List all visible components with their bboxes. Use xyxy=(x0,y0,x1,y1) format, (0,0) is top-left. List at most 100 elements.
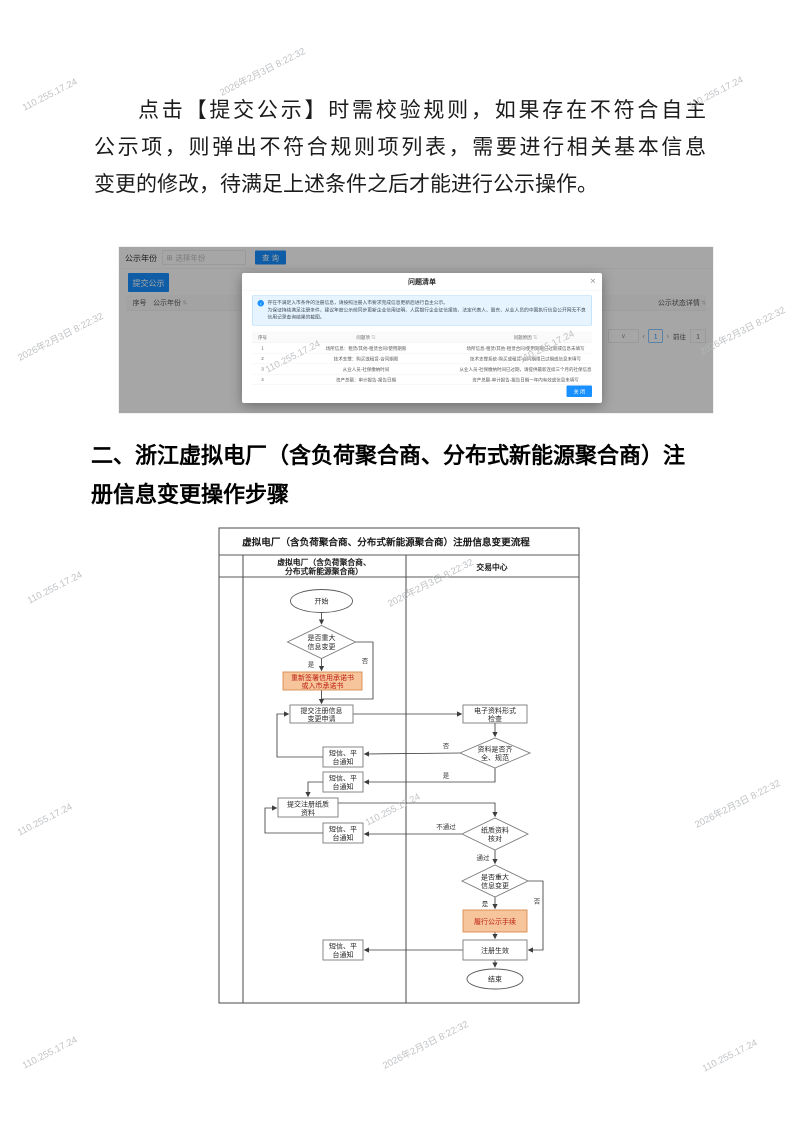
pagination: ∨ ‹ 1 › 前往 1 xyxy=(608,329,706,343)
table-row: 3 从业人员-社保缴纳时间 从业人员-社保缴纳时间已过期，请提供最新连续三个月的… xyxy=(252,363,592,375)
svg-text:通过: 通过 xyxy=(477,853,491,862)
close-icon[interactable]: ✕ xyxy=(589,277,596,286)
svg-text:资料: 资料 xyxy=(301,808,315,817)
svg-text:检查: 检查 xyxy=(488,714,502,723)
watermark-datetime: 2026年2月3日 8:22:32 xyxy=(218,45,308,99)
node-submit-paper xyxy=(277,797,339,818)
filter-toolbar: 公示年份 ⊞ 选择年份 查 询 xyxy=(119,247,713,269)
svg-text:全、规范: 全、规范 xyxy=(481,753,509,762)
svg-text:短信、平: 短信、平 xyxy=(329,942,357,951)
svg-text:是: 是 xyxy=(308,661,315,669)
svg-text:结束: 结束 xyxy=(488,975,502,984)
svg-text:纸质资料: 纸质资料 xyxy=(481,826,509,835)
lane1-title: 分布式新能源聚合商） xyxy=(285,566,363,576)
watermark-datetime: 2026年2月3日 8:22:32 xyxy=(381,1018,471,1072)
flow-edge-labels: 是 否 否 是 不通过 通过 是 否 xyxy=(308,657,541,908)
node-notify-1 xyxy=(322,746,364,768)
svg-text:信息变更: 信息变更 xyxy=(308,642,336,651)
modal-header: 问题清单 ✕ xyxy=(242,273,602,291)
node-decision-major-change-1 xyxy=(286,624,357,660)
modal-title: 问题清单 xyxy=(408,277,436,286)
year-picker-input[interactable]: ⊞ 选择年份 xyxy=(162,250,247,265)
node-decision-paper-check xyxy=(460,817,530,851)
goto-page-input[interactable]: 1 xyxy=(690,329,706,343)
flow-connectors xyxy=(264,612,544,968)
problem-list-modal: 问题清单 ✕ i 存在不满足入市条件的注册信息，请按照注册入市要求完成信息更新后… xyxy=(242,273,602,403)
svg-text:电子资料形式: 电子资料形式 xyxy=(474,706,516,715)
svg-text:否: 否 xyxy=(443,742,450,750)
sort-icon: ⇅ xyxy=(532,334,538,341)
column-year-sortable[interactable]: 公示年份 ⇅ xyxy=(153,298,188,307)
node-notify-3 xyxy=(322,822,364,844)
year-filter-label: 公示年份 xyxy=(125,254,158,264)
svg-text:开始: 开始 xyxy=(315,597,329,606)
svg-text:否: 否 xyxy=(362,657,369,665)
node-end xyxy=(466,968,524,990)
node-decision-material-complete xyxy=(458,737,532,769)
svg-text:信息变更: 信息变更 xyxy=(481,881,509,890)
node-decision-major-change-2 xyxy=(460,864,530,898)
node-notify-4 xyxy=(322,939,364,961)
goto-label: 前往 xyxy=(672,332,686,341)
intro-paragraph: 点击【提交公示】时需校验规则，如果存在不符合自主 公示项，则弹出不符合规则项列表… xyxy=(94,92,706,203)
node-electronic-check xyxy=(462,704,528,724)
watermark-ip: 110.255.17.24 xyxy=(20,1034,80,1072)
lane2-title: 交易中心 xyxy=(476,562,507,572)
watermark-datetime: 2026年2月3日 8:22:32 xyxy=(693,777,783,831)
query-button[interactable]: 查 询 xyxy=(255,250,287,265)
page-number-button[interactable]: 1 xyxy=(648,329,663,343)
paragraph-line: 点击【提交公示】时需校验规则，如果存在不符合自主 xyxy=(138,98,706,122)
col-reason-sortable[interactable]: 问题原因 ⇅ xyxy=(459,331,592,344)
watermark-ip: 110.255.17.24 xyxy=(25,569,85,607)
watermark-ip: 110.255.17.24 xyxy=(20,76,80,114)
svg-text:资料是否齐: 资料是否齐 xyxy=(478,745,513,754)
info-icon: i xyxy=(257,300,264,307)
watermark-datetime: 2026年2月3日 8:22:32 xyxy=(16,310,106,364)
column-status-detail-sortable[interactable]: 公示状态详情 ⇅ xyxy=(657,298,706,307)
svg-text:否: 否 xyxy=(534,898,541,906)
year-picker-placeholder: 选择年份 xyxy=(175,253,206,263)
info-alert: i 存在不满足入市条件的注册信息，请按照注册入市要求完成信息更新后进行自主公示。… xyxy=(252,295,592,326)
node-notify-2 xyxy=(322,771,364,793)
calendar-icon: ⊞ xyxy=(166,253,173,262)
svg-text:履行公示手续: 履行公示手续 xyxy=(474,917,516,926)
lane1-title: 虚拟电厂（含负荷聚合商、 xyxy=(277,557,371,567)
svg-text:不通过: 不通过 xyxy=(436,822,456,831)
sort-icon: ⇅ xyxy=(371,334,376,341)
svg-text:重新签署信用承诺书: 重新签署信用承诺书 xyxy=(291,673,354,682)
table-row: 4 资产总额：审计报告-报告日期 资产总额-审计报告-报告日期一年内有效或信息未… xyxy=(252,374,592,386)
embedded-screenshot: 公示年份 ⊞ 选择年份 查 询 提交公示 序号 公示年份 ⇅ 公示状态详情 xyxy=(119,247,713,413)
submit-publicity-button[interactable]: 提交公示 xyxy=(128,273,169,292)
svg-text:短信、平: 短信、平 xyxy=(329,749,357,758)
close-button[interactable]: 关 闭 xyxy=(566,385,592,397)
svg-text:是否重大: 是否重大 xyxy=(481,873,509,882)
table-row: 2 技术支撑：购买或租赁-合同期限 技术支撑系统-购买或租赁-合同期限已过期或信… xyxy=(252,353,592,365)
svg-text:台通知: 台通知 xyxy=(333,950,354,959)
problem-table-header: 序号 问题项 ⇅ 问题原因 ⇅ xyxy=(252,331,592,344)
sort-icon: ⇅ xyxy=(182,299,188,306)
prev-page-button[interactable]: ‹ xyxy=(642,332,645,340)
svg-text:短信、平: 短信、平 xyxy=(329,774,357,783)
svg-text:核对: 核对 xyxy=(488,834,502,843)
problem-table: 序号 问题项 ⇅ 问题原因 ⇅ xyxy=(252,331,592,386)
section-heading: 二、浙江虚拟电厂（含负荷聚合商、分布式新能源聚合商）注册信息变更操作步骤 xyxy=(91,443,686,507)
sort-icon: ⇅ xyxy=(701,299,706,306)
svg-text:台通知: 台通知 xyxy=(333,782,354,791)
table-row: 1 场所信息：租赁/其他-租赁合同/使用期限 场所信息-租赁/其他-租赁合同/使… xyxy=(252,342,592,354)
watermark-ip: 110.255.17.24 xyxy=(15,801,75,839)
svg-text:短信、平: 短信、平 xyxy=(329,825,357,834)
col-item-sortable[interactable]: 问题项 ⇅ xyxy=(273,331,459,344)
svg-text:注册生效: 注册生效 xyxy=(481,946,509,955)
svg-text:是: 是 xyxy=(482,900,489,908)
next-page-button[interactable]: › xyxy=(666,332,669,340)
watermark-ip: 110.255.17.24 xyxy=(700,1037,760,1075)
node-publicity xyxy=(462,909,528,933)
page-size-select[interactable]: ∨ xyxy=(608,329,639,343)
paragraph-line: 公示项，则弹出不符合规则项列表，需要进行相关基本信息 xyxy=(94,135,706,159)
svg-text:是: 是 xyxy=(443,772,450,780)
svg-text:台通知: 台通知 xyxy=(333,833,354,842)
node-resign-commitment xyxy=(282,671,363,691)
paragraph-line: 变更的修改，待满足上述条件之后才能进行公示操作。 xyxy=(94,172,598,196)
svg-text:提交注册信息: 提交注册信息 xyxy=(301,706,343,715)
